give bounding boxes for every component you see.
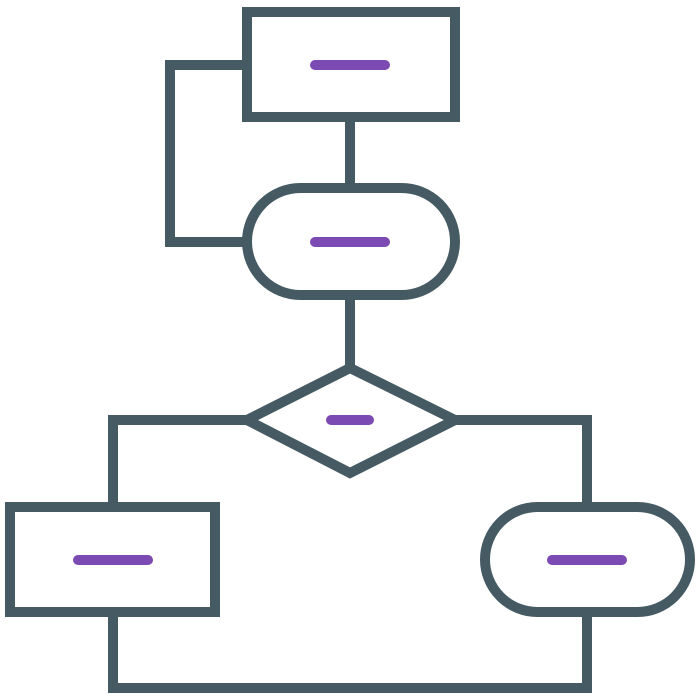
terminal-bottom-right-node [480,502,695,617]
process-bottom-left-node [5,502,220,617]
connector-decision-left [108,415,247,507]
process-top-node [242,7,460,122]
connector-decision-right [455,415,592,507]
decision-node [235,362,467,479]
connector-bottom [108,612,592,693]
terminal-middle-node [242,183,460,300]
loop-connector [165,60,247,247]
